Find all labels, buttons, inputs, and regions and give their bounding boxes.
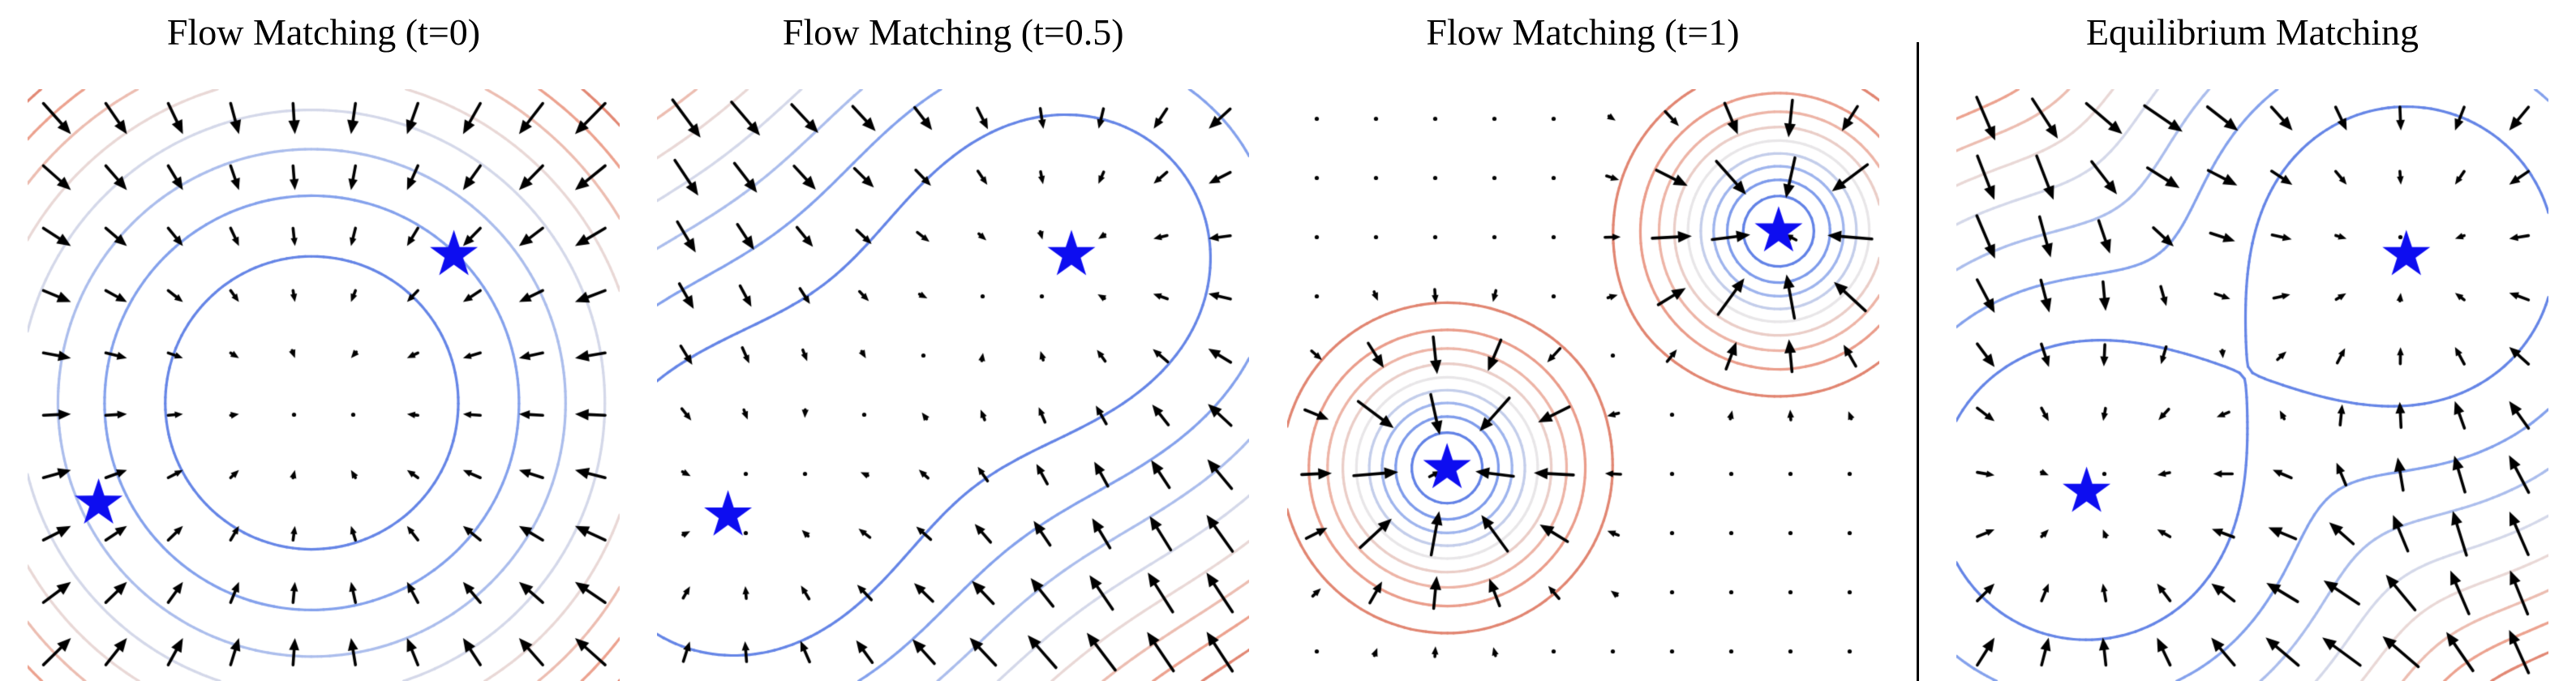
panel-equilibrium-matching: Equilibrium Matching bbox=[1956, 0, 2548, 681]
panel-title: Flow Matching (t=0) bbox=[166, 11, 481, 53]
vector-field-canvas-t05 bbox=[657, 89, 1250, 681]
panel-divider-line bbox=[1916, 42, 1919, 681]
panel-title: Flow Matching (t=0.5) bbox=[782, 11, 1124, 53]
panel-title: Equilibrium Matching bbox=[2085, 11, 2419, 53]
panel-flow-matching-t0: Flow Matching (t=0) bbox=[28, 0, 620, 681]
vector-field-canvas-t0 bbox=[28, 89, 620, 681]
vector-field-canvas-t1 bbox=[1286, 89, 1879, 681]
panel-flow-matching-t1: Flow Matching (t=1) bbox=[1286, 0, 1879, 681]
vector-field-canvas-eqm bbox=[1956, 89, 2548, 681]
panel-title: Flow Matching (t=1) bbox=[1426, 11, 1740, 53]
panel-flow-matching-t05: Flow Matching (t=0.5) bbox=[657, 0, 1250, 681]
